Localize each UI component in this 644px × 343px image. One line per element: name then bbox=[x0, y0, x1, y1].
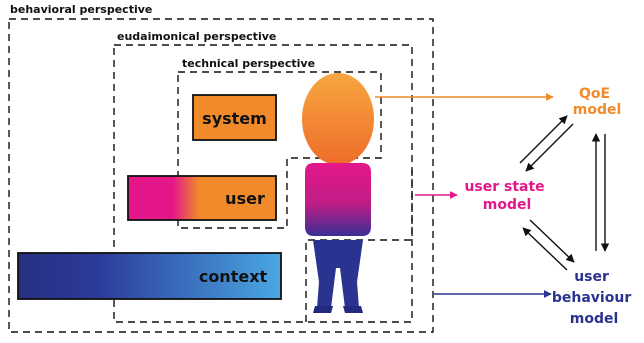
context-box bbox=[17, 252, 282, 300]
arrow-qoe-to-user-state bbox=[525, 123, 574, 172]
eudaimonical-perspective-label: eudaimonical perspective bbox=[117, 30, 276, 43]
system-label: system bbox=[202, 109, 267, 128]
user-behaviour-model-line3: model bbox=[570, 311, 619, 327]
technical-perspective-label: technical perspective bbox=[182, 57, 315, 70]
user-behaviour-model-line2: behaviour bbox=[552, 290, 631, 306]
system-box bbox=[192, 94, 277, 141]
person-head bbox=[302, 73, 374, 165]
qoe-model-line2: model bbox=[573, 102, 622, 118]
arrow-user-state-to-qoe bbox=[519, 115, 568, 164]
user-state-model-label: user state model bbox=[464, 179, 549, 213]
person-figure bbox=[302, 73, 374, 313]
qoe-model-label: QoE model bbox=[573, 86, 622, 118]
arrow-behaviour-to-user-state bbox=[522, 227, 568, 271]
user-label: user bbox=[225, 189, 265, 208]
person-torso bbox=[305, 163, 371, 236]
user-behaviour-model-line1: user bbox=[574, 269, 609, 285]
context-label: context bbox=[199, 267, 268, 286]
qoe-model-line1: QoE bbox=[579, 86, 610, 102]
person-feet bbox=[313, 306, 363, 313]
user-box bbox=[127, 175, 277, 221]
arrow-user-state-to-behaviour bbox=[529, 219, 575, 263]
user-state-model-line2: model bbox=[483, 197, 532, 213]
model-interaction-arrows bbox=[519, 115, 610, 271]
behavioral-perspective-label: behavioral perspective bbox=[10, 3, 152, 16]
behavioral-perspective-frame bbox=[8, 18, 434, 333]
user-state-model-line1: user state bbox=[464, 179, 544, 195]
user-behaviour-model-label: user behaviour model bbox=[552, 269, 636, 327]
person-legs bbox=[313, 240, 363, 308]
